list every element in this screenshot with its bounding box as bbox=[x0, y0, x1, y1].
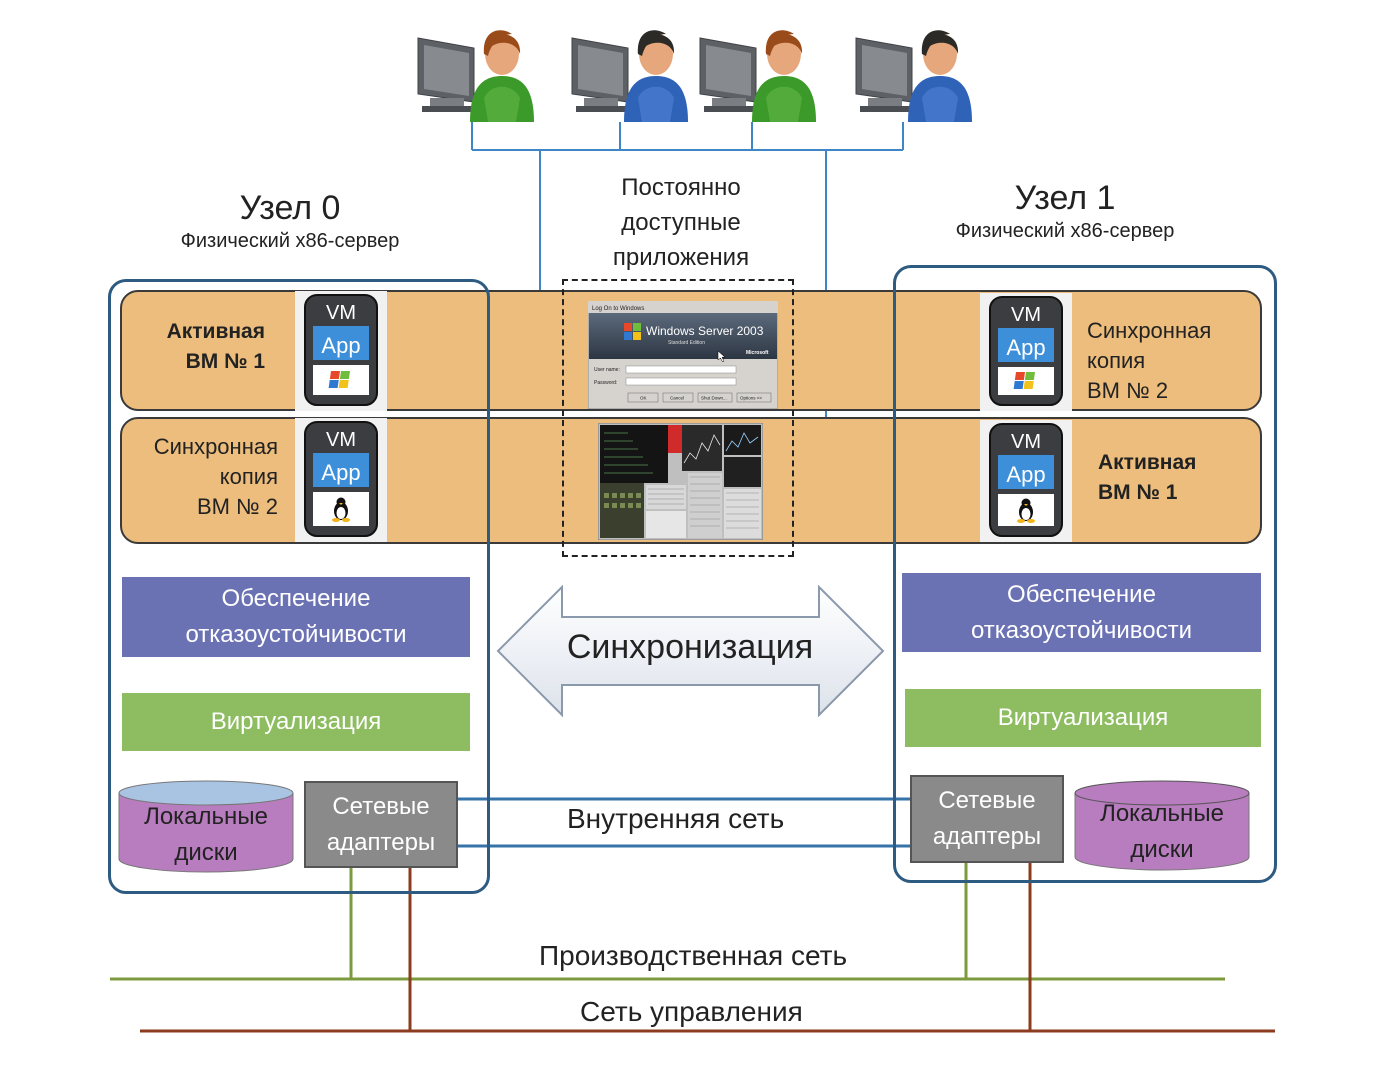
node0-box bbox=[108, 279, 490, 894]
user-at-computer-icon bbox=[571, 30, 688, 122]
vm-label-line: Активная bbox=[1098, 451, 1197, 474]
node0-vm1-label: Активная ВМ № 1 bbox=[150, 317, 265, 377]
win-brand: Windows Server 2003 bbox=[646, 324, 764, 338]
win-ok-button: OK bbox=[640, 396, 647, 401]
mouse-cursor-icon bbox=[717, 350, 726, 363]
node1-subtitle: Физический x86-сервер bbox=[955, 220, 1175, 242]
management-network-lines bbox=[140, 863, 1275, 1033]
win-user-label: User name: bbox=[594, 367, 620, 373]
vm-label-line: ВМ № 1 bbox=[185, 350, 265, 373]
adapter-label-line: адаптеры bbox=[326, 828, 436, 856]
svg-text:VM: VM bbox=[1011, 304, 1041, 326]
node1-network-adapters: Сетевые адаптеры bbox=[910, 775, 1064, 863]
node0-title-block: Узел 0 Физический x86-сервер bbox=[150, 188, 430, 254]
vm-label-line: Синхронная bbox=[153, 434, 278, 459]
win-cancel-button: Cancel bbox=[670, 396, 684, 401]
node1-vm1-label: Синхронная копия ВМ № 2 bbox=[1087, 316, 1247, 406]
sync-label: Синхронизация bbox=[566, 628, 814, 666]
ft-layer-line: отказоустойчивости bbox=[185, 621, 407, 648]
linux-app-screenshot bbox=[598, 423, 763, 540]
svg-text:App: App bbox=[321, 333, 360, 358]
node0-virt-layer: Виртуализация bbox=[122, 693, 470, 751]
node1-disk-icon bbox=[1074, 780, 1250, 871]
vm-label-line: копия bbox=[1087, 348, 1146, 373]
win-options-button: Options << bbox=[740, 396, 762, 401]
node1-title: Узел 1 bbox=[1014, 179, 1116, 217]
node0-vm2-label: Синхронная копия ВМ № 2 bbox=[140, 432, 278, 522]
node0-ft-layer: Обеспечение отказоустойчивости bbox=[122, 577, 470, 657]
vm-label-line: ВМ № 2 bbox=[1087, 378, 1169, 403]
adapter-label-line: Сетевые bbox=[332, 792, 430, 820]
sync-arrow-icon bbox=[496, 585, 885, 717]
node1-disk-label: Локальные диски bbox=[1073, 796, 1251, 868]
vm-app-linux-icon: VM App bbox=[980, 420, 1072, 542]
svg-text:VM: VM bbox=[326, 429, 356, 451]
vm-app-windows-icon: VM App bbox=[980, 293, 1072, 411]
management-network-label: Сеть управления bbox=[580, 996, 803, 1027]
node0-disk-icon bbox=[118, 780, 294, 873]
win-vendor: Microsoft bbox=[746, 350, 769, 356]
node1-ft-layer: Обеспечение отказоустойчивости bbox=[902, 573, 1261, 652]
node0-subtitle: Физический x86-сервер bbox=[180, 230, 400, 252]
vm-label-line: копия bbox=[219, 464, 278, 489]
svg-text:VM: VM bbox=[326, 302, 356, 324]
disk-label-line: диски bbox=[1130, 836, 1194, 863]
production-network-label: Производственная сеть bbox=[539, 940, 848, 971]
center-title: Постоянно доступные приложения bbox=[566, 170, 796, 275]
adapter-label-line: Сетевые bbox=[938, 787, 1036, 814]
node0-disk-label: Локальные диски bbox=[117, 799, 295, 871]
node0-title: Узел 0 bbox=[239, 189, 341, 227]
win-shutdown-button: Shut Down... bbox=[701, 396, 727, 401]
node0-network-adapters: Сетевые адаптеры bbox=[304, 781, 458, 868]
vm-label-line: ВМ № 1 bbox=[1098, 481, 1178, 504]
center-title-line: Постоянно bbox=[621, 174, 741, 201]
vm-app-linux-icon: VM App bbox=[295, 418, 387, 542]
node1-virt-layer: Виртуализация bbox=[905, 689, 1261, 747]
ft-layer-line: отказоустойчивости bbox=[970, 616, 1193, 644]
svg-text:App: App bbox=[321, 460, 360, 485]
disk-label-line: диски bbox=[174, 839, 238, 866]
disk-label-line: Локальные bbox=[1100, 800, 1224, 827]
center-title-line: доступные bbox=[621, 209, 741, 236]
windows-logon-screenshot: Log On to Windows Windows Server 2003 St… bbox=[588, 301, 778, 409]
internal-network-label: Внутренняя сеть bbox=[567, 803, 785, 834]
adapter-label-line: адаптеры bbox=[932, 823, 1042, 850]
win-caption: Log On to Windows bbox=[592, 306, 644, 312]
disk-label-line: Локальные bbox=[144, 803, 268, 830]
ft-layer-line: Обеспечение bbox=[221, 585, 371, 612]
svg-text:VM: VM bbox=[1011, 431, 1041, 453]
user-at-computer-icon bbox=[417, 30, 534, 122]
vm-label-line: Активная bbox=[166, 320, 265, 343]
win-password-label: Password: bbox=[594, 380, 617, 386]
vm-app-windows-icon: VM App bbox=[295, 291, 387, 411]
vm-label-line: ВМ № 2 bbox=[196, 494, 278, 519]
internal-network-lines bbox=[458, 797, 912, 848]
win-edition: Standard Edition bbox=[668, 340, 705, 346]
node1-box bbox=[893, 265, 1277, 883]
svg-text:App: App bbox=[1006, 335, 1045, 360]
node1-title-block: Узел 1 Физический x86-сервер bbox=[925, 178, 1205, 244]
ft-layer-line: Обеспечение bbox=[1007, 580, 1156, 608]
node1-vm2-label: Активная ВМ № 1 bbox=[1098, 448, 1228, 508]
vm-label-line: Синхронная bbox=[1087, 318, 1212, 343]
center-title-line: приложения bbox=[612, 244, 750, 271]
svg-text:App: App bbox=[1006, 462, 1045, 487]
user-at-computer-icon bbox=[699, 30, 816, 122]
user-at-computer-icon bbox=[855, 30, 972, 122]
apps-dashed-frame bbox=[562, 279, 794, 557]
